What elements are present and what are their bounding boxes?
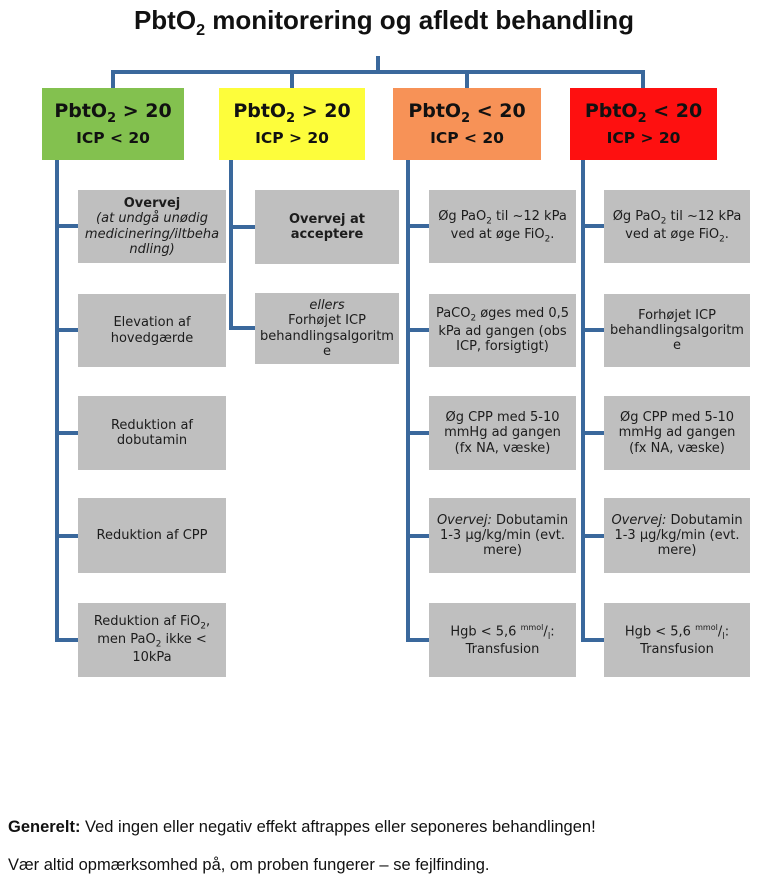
connector-tick-col3-row3: [406, 431, 429, 435]
connector-tick-col1-row1: [55, 224, 78, 228]
header-box-green: PbtO2 > 20 ICP < 20: [42, 88, 184, 160]
connector-tick-col1-row2: [55, 328, 78, 332]
flow-box-col4-row3: Øg CPP med 5-10 mmHg ad gangen (fx NA, v…: [604, 396, 750, 470]
flow-box-text: Reduktion af CPP: [96, 527, 208, 543]
flow-box-text: Overvej(at undgå unødig medicinering/ilt…: [84, 196, 220, 257]
flow-box-text: PaCO2 øges med 0,5 kPa ad gangen (obs IC…: [435, 306, 570, 355]
footer-note-general: Generelt: Ved ingen eller negativ effekt…: [8, 818, 596, 836]
connector-tick-col3-row2: [406, 328, 429, 332]
header-condition-pbto2: PbtO2 < 20: [408, 99, 526, 126]
connector-tick-col1-row4: [55, 534, 78, 538]
flow-box-col3-row3: Øg CPP med 5-10 mmHg ad gangen (fx NA, v…: [429, 396, 576, 470]
flow-box-text: Reduktion af FiO2, men PaO2 ikke < 10kPa: [93, 614, 211, 666]
header-condition-icp: ICP < 20: [76, 128, 150, 147]
connector-tick-col4-row2: [581, 328, 604, 332]
header-condition-icp: ICP > 20: [606, 128, 681, 147]
connector-spine-col4: [581, 160, 585, 642]
page-title: PbtO2 monitorering og afledt behandling: [133, 5, 635, 40]
connector-drop-col1: [111, 70, 115, 88]
header-box-red: PbtO2 < 20 ICP > 20: [570, 88, 717, 160]
flow-box-col3-row5: Hgb < 5,6 mmol/l: Transfusion: [429, 603, 576, 677]
flow-box-text: Overvej: Dobutamin 1-3 µg/kg/min (evt. m…: [436, 512, 569, 559]
flow-box-col1-row3: Reduktion af dobutamin: [78, 396, 226, 470]
connector-tick-col4-row1: [581, 224, 604, 228]
flow-box-text: Overvej: Dobutamin 1-3 µg/kg/min (evt. m…: [611, 512, 743, 559]
header-condition-pbto2: PbtO2 > 20: [54, 99, 172, 126]
flow-box-col1-row4: Reduktion af CPP: [78, 498, 226, 573]
connector-spine-col2: [229, 160, 233, 330]
connector-tick-col3-row5: [406, 638, 429, 642]
flow-box-col1-row5: Reduktion af FiO2, men PaO2 ikke < 10kPa: [78, 603, 226, 677]
flow-box-text: Overvej at acceptere: [288, 211, 365, 242]
connector-drop-col3: [465, 70, 469, 88]
flow-box-col1-row1: Overvej(at undgå unødig medicinering/ilt…: [78, 190, 226, 263]
header-box-orange: PbtO2 < 20 ICP < 20: [393, 88, 541, 160]
flow-box-col4-row5: Hgb < 5,6 mmol/l: Transfusion: [604, 603, 750, 677]
flow-box-text: Reduktion af dobutamin: [110, 417, 194, 448]
flow-box-text: Øg PaO2 til ~12 kPa ved at øge FiO2.: [438, 208, 567, 245]
flow-box-col1-row2: Elevation af hovedgærde: [78, 294, 226, 367]
connector-tick-col2-row1: [229, 225, 255, 229]
flow-box-text: Forhøjet ICP behandlingsalgoritme: [610, 307, 744, 354]
connector-spine-col3: [406, 160, 410, 642]
header-condition-pbto2: PbtO2 < 20: [584, 99, 703, 126]
connector-tick-col4-row3: [581, 431, 604, 435]
connector-tick-col4-row4: [581, 534, 604, 538]
flow-box-text: Øg PaO2 til ~12 kPa ved at øge FiO2.: [612, 208, 742, 245]
flow-box-col2-row1: Overvej at acceptere: [255, 190, 399, 264]
connector-tick-col2-row2: [229, 326, 255, 330]
header-condition-icp: ICP > 20: [255, 128, 329, 147]
connector-drop-col2: [290, 70, 294, 88]
connector-top-bar: [111, 70, 645, 74]
flow-box-text: Øg CPP med 5-10 mmHg ad gangen (fx NA, v…: [618, 410, 736, 456]
connector-spine-col1: [55, 160, 59, 642]
header-box-yellow: PbtO2 > 20 ICP > 20: [219, 88, 365, 160]
connector-drop-col4: [641, 70, 645, 88]
connector-tick-col1-row5: [55, 638, 78, 642]
flow-box-col4-row4: Overvej: Dobutamin 1-3 µg/kg/min (evt. m…: [604, 498, 750, 573]
flow-box-col3-row4: Overvej: Dobutamin 1-3 µg/kg/min (evt. m…: [429, 498, 576, 573]
flow-box-text: Hgb < 5,6 mmol/l: Transfusion: [450, 622, 555, 658]
flow-box-col3-row1: Øg PaO2 til ~12 kPa ved at øge FiO2.: [429, 190, 576, 263]
flow-box-col3-row2: PaCO2 øges med 0,5 kPa ad gangen (obs IC…: [429, 294, 576, 367]
flow-box-col4-row2: Forhøjet ICP behandlingsalgoritme: [604, 294, 750, 367]
header-condition-pbto2: PbtO2 > 20: [233, 99, 351, 126]
header-condition-icp: ICP < 20: [430, 128, 504, 147]
flow-box-text: Øg CPP med 5-10 mmHg ad gangen (fx NA, v…: [444, 410, 561, 456]
footer-note-probe: Vær altid opmærksomhed på, om proben fun…: [8, 856, 490, 874]
flow-box-text: Elevation af hovedgærde: [110, 315, 194, 346]
connector-tick-col3-row1: [406, 224, 429, 228]
flow-box-col4-row1: Øg PaO2 til ~12 kPa ved at øge FiO2.: [604, 190, 750, 263]
connector-title-stub: [376, 56, 380, 72]
connector-tick-col1-row3: [55, 431, 78, 435]
flow-box-text: Hgb < 5,6 mmol/l: Transfusion: [624, 622, 730, 658]
connector-tick-col3-row4: [406, 534, 429, 538]
connector-tick-col4-row5: [581, 638, 604, 642]
